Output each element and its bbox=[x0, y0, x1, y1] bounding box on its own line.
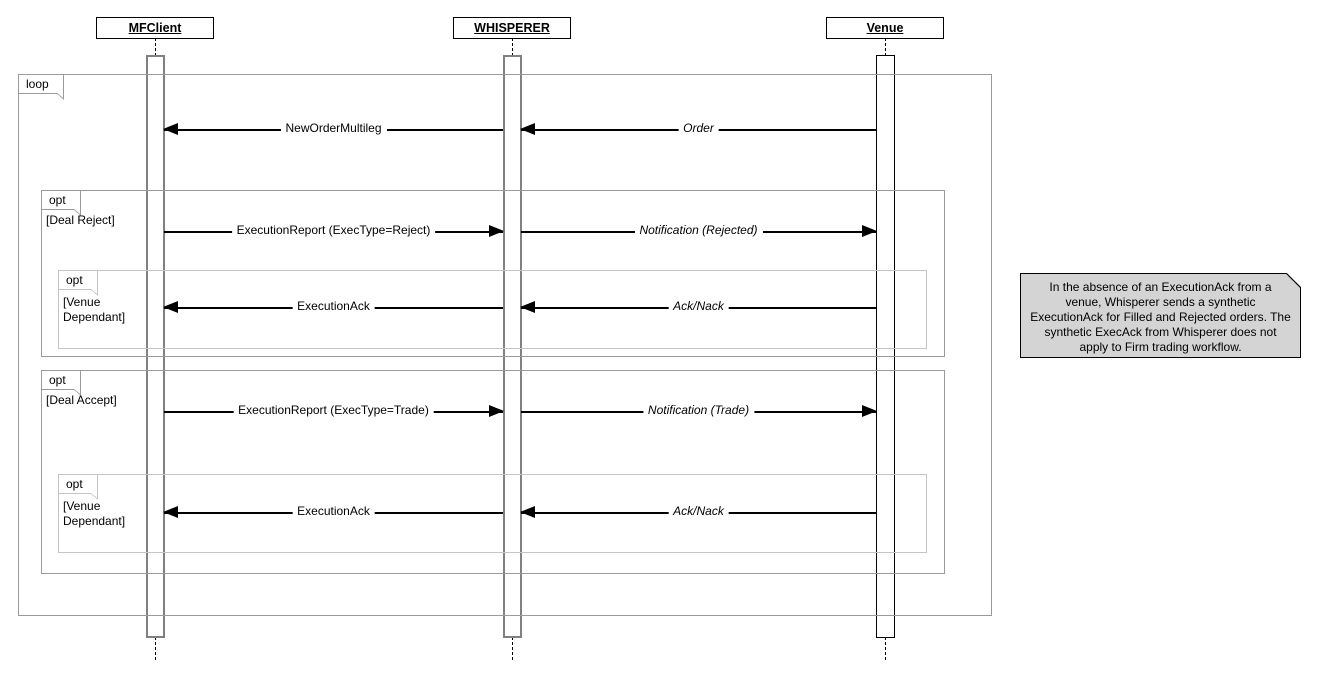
fragment-loop[interactable]: loop bbox=[18, 74, 992, 616]
message-ack-nack-1[interactable]: Ack/Nack bbox=[520, 298, 876, 317]
message-label: NewOrderMultileg bbox=[280, 120, 387, 136]
participant-venue-label: Venue bbox=[866, 21, 904, 35]
fragment-opt-venue-dependant-1-guard: [Venue Dependant] bbox=[63, 295, 126, 324]
message-label: ExecutionReport (ExecType=Reject) bbox=[231, 222, 436, 238]
fragment-opt-venue-dependant-1[interactable]: opt bbox=[58, 270, 927, 349]
message-label: Ack/Nack bbox=[668, 298, 729, 314]
arrowhead-left-icon bbox=[163, 506, 178, 518]
activation-bar-whisperer bbox=[503, 55, 522, 638]
arrowhead-right-icon bbox=[489, 225, 504, 237]
fragment-opt-deal-accept-guard: [Deal Accept] bbox=[46, 393, 117, 407]
message-execution-ack-1[interactable]: ExecutionAck bbox=[163, 298, 503, 317]
fragment-loop-operator: loop bbox=[19, 75, 64, 100]
message-label: Order bbox=[678, 120, 719, 136]
message-label: Notification (Trade) bbox=[642, 402, 755, 418]
fragment-opt-deal-accept[interactable]: opt bbox=[41, 370, 945, 574]
arrowhead-right-icon bbox=[489, 405, 504, 417]
message-notification-trade[interactable]: Notification (Trade) bbox=[521, 402, 877, 421]
message-label: ExecutionAck bbox=[292, 503, 375, 519]
arrowhead-right-icon bbox=[862, 405, 877, 417]
fragment-opt-deal-reject-guard: [Deal Reject] bbox=[46, 213, 115, 227]
arrowhead-left-icon bbox=[163, 123, 178, 135]
message-label: Ack/Nack bbox=[668, 503, 729, 519]
note-text: In the absence of an ExecutionAck from a… bbox=[1030, 280, 1291, 354]
activation-bar-mfclient bbox=[146, 55, 165, 638]
message-order[interactable]: Order bbox=[520, 120, 876, 139]
participant-mfclient-label: MFClient bbox=[128, 21, 182, 35]
fragment-opt-deal-reject[interactable]: opt bbox=[41, 190, 945, 357]
message-label: ExecutionAck bbox=[292, 298, 375, 314]
arrowhead-right-icon bbox=[862, 225, 877, 237]
message-notification-rejected[interactable]: Notification (Rejected) bbox=[521, 222, 877, 241]
participant-venue[interactable]: Venue bbox=[826, 17, 944, 39]
message-execution-report-reject[interactable]: ExecutionReport (ExecType=Reject) bbox=[164, 222, 504, 241]
note-fold-corner-icon bbox=[1286, 273, 1301, 288]
arrowhead-left-icon bbox=[520, 123, 535, 135]
message-execution-ack-2[interactable]: ExecutionAck bbox=[163, 503, 503, 522]
message-new-order-multileg[interactable]: NewOrderMultileg bbox=[163, 120, 503, 139]
participant-whisperer-label: WHISPERER bbox=[474, 21, 550, 35]
arrowhead-left-icon bbox=[520, 301, 535, 313]
fragment-opt-deal-accept-operator: opt bbox=[42, 371, 81, 396]
fragment-opt-venue-dependant-1-operator: opt bbox=[59, 271, 98, 296]
activation-bar-venue bbox=[876, 55, 895, 638]
arrowhead-left-icon bbox=[163, 301, 178, 313]
message-ack-nack-2[interactable]: Ack/Nack bbox=[520, 503, 876, 522]
fragment-opt-venue-dependant-2-operator: opt bbox=[59, 475, 98, 500]
arrowhead-left-icon bbox=[520, 506, 535, 518]
message-execution-report-trade[interactable]: ExecutionReport (ExecType=Trade) bbox=[164, 402, 504, 421]
fragment-opt-venue-dependant-2-guard: [Venue Dependant] bbox=[63, 499, 126, 528]
fragment-opt-deal-reject-operator: opt bbox=[42, 191, 81, 216]
participant-mfclient[interactable]: MFClient bbox=[96, 17, 214, 39]
fragment-opt-venue-dependant-2[interactable]: opt bbox=[58, 474, 927, 553]
message-label: ExecutionReport (ExecType=Trade) bbox=[233, 402, 434, 418]
note-box: In the absence of an ExecutionAck from a… bbox=[1020, 273, 1301, 358]
participant-whisperer[interactable]: WHISPERER bbox=[453, 17, 571, 39]
message-label: Notification (Rejected) bbox=[634, 222, 763, 238]
